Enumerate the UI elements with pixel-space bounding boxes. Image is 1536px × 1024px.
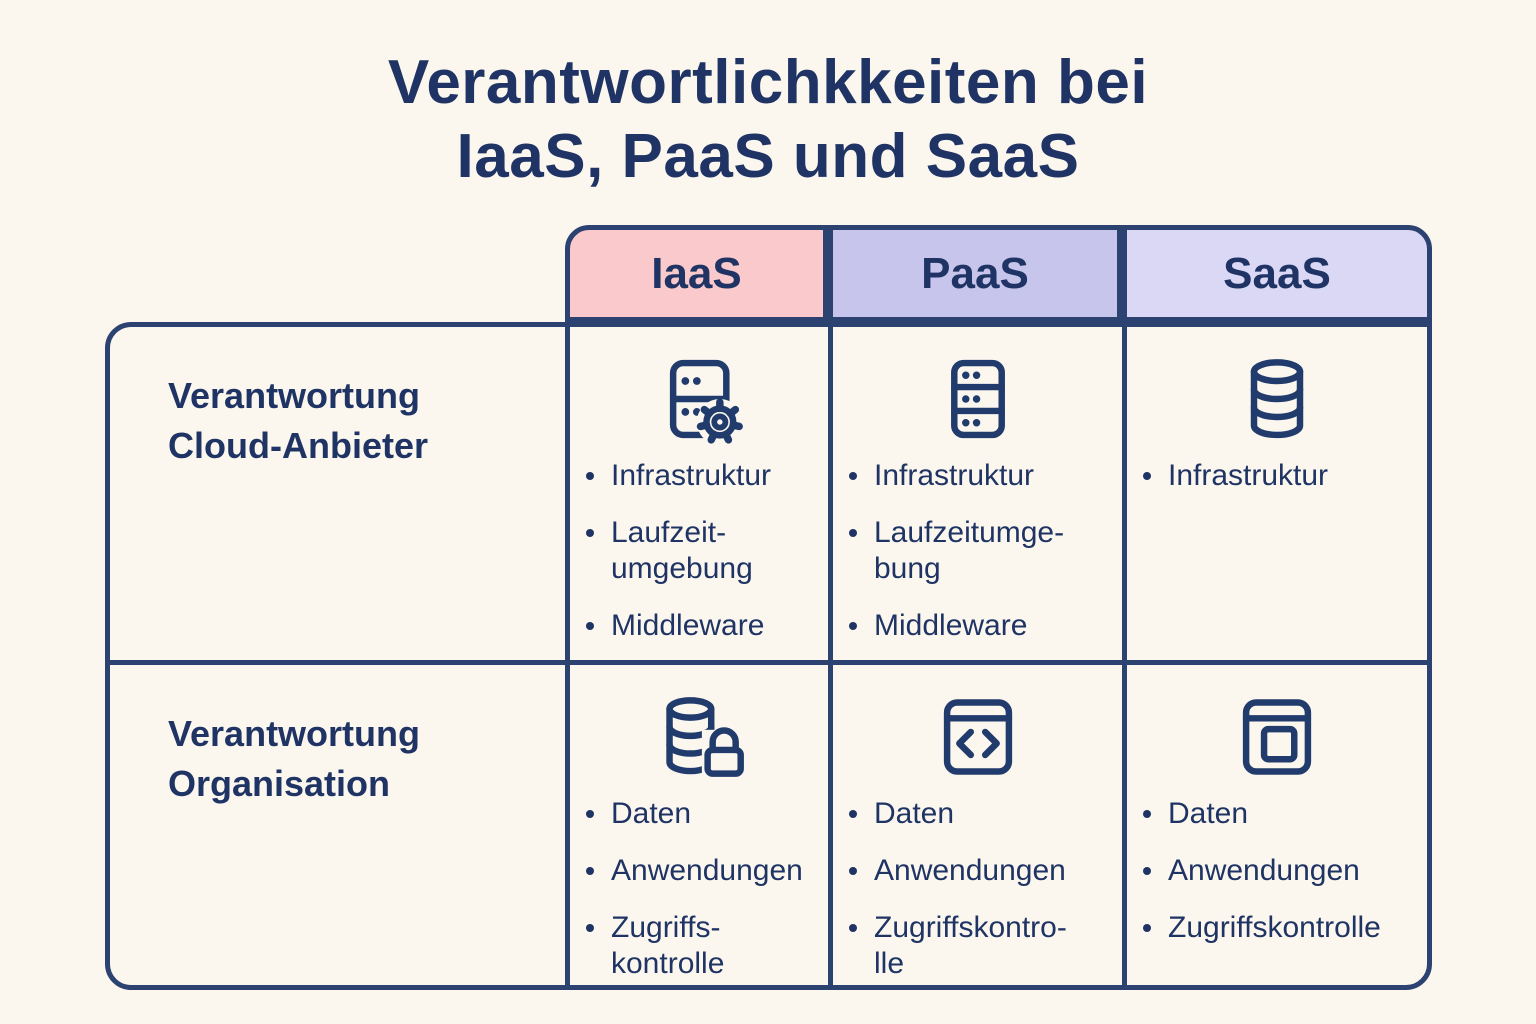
server-gear-icon bbox=[669, 359, 743, 445]
bullet-item: Infrastruktur bbox=[849, 458, 1118, 494]
cell-organisation-iaas: Daten Anwendungen Zugriffs- kontrolle bbox=[565, 660, 828, 985]
bullet-item: Zugriffskontrolle bbox=[1143, 910, 1423, 946]
bullet-item: Infrastruktur bbox=[1143, 458, 1423, 494]
bullet-dot bbox=[849, 924, 857, 932]
cell-organisation-saas: Daten Anwendungen Zugriffskontrolle bbox=[1122, 660, 1427, 985]
bullet-item: Anwendungen bbox=[1143, 853, 1423, 889]
app-window-icon bbox=[1242, 699, 1312, 775]
bullet-item: Daten bbox=[586, 796, 824, 832]
cell-provider-paas: Infrastruktur Laufzeitumge- bung Middlew… bbox=[828, 327, 1122, 660]
bullet-dot bbox=[586, 924, 594, 932]
bullet-dot bbox=[1143, 472, 1151, 480]
bullet-dot bbox=[1143, 867, 1151, 875]
header-cell-paas: PaaS bbox=[828, 225, 1122, 322]
table-body: Verantwortung Cloud-Anbieter bbox=[105, 322, 1432, 990]
page-title: Verantwortlichkkeiten bei IaaS, PaaS und… bbox=[387, 48, 1149, 191]
bullet-item: Daten bbox=[849, 796, 1118, 832]
bullet-dot bbox=[586, 529, 594, 537]
bullet-dot bbox=[849, 472, 857, 480]
bullet-dot bbox=[1143, 810, 1151, 818]
header-label-saas: SaaS bbox=[1223, 248, 1331, 298]
bullet-dot bbox=[849, 810, 857, 818]
bullet-list: Infrastruktur Laufzeitumge- bung Middlew… bbox=[833, 458, 1122, 644]
header-cell-saas: SaaS bbox=[1122, 225, 1432, 322]
bullet-list: Infrastruktur bbox=[1127, 458, 1427, 494]
bullet-item: Infrastruktur bbox=[586, 458, 824, 494]
bullet-dot bbox=[849, 529, 857, 537]
bullet-item: Laufzeitumge- bung bbox=[849, 515, 1118, 587]
cell-organisation-paas: Daten Anwendungen Zugriffskontro- lle bbox=[828, 660, 1122, 985]
bullet-dot bbox=[849, 622, 857, 630]
bullet-dot bbox=[849, 867, 857, 875]
cell-provider-iaas: Infrastruktur Laufzeit- umgebung Middlew… bbox=[565, 327, 828, 660]
cell-provider-saas: Infrastruktur bbox=[1122, 327, 1427, 660]
bullet-dot bbox=[586, 472, 594, 480]
bullet-item: Middleware bbox=[849, 608, 1118, 644]
bullet-dot bbox=[1143, 924, 1151, 932]
bullet-item: Laufzeit- umgebung bbox=[586, 515, 824, 587]
bullet-item: Middleware bbox=[586, 608, 824, 644]
bullet-item: Zugriffskontro- lle bbox=[849, 910, 1118, 982]
bullet-dot bbox=[586, 622, 594, 630]
row-label-cloud-anbieter: Verantwortung Cloud-Anbieter bbox=[168, 375, 428, 466]
bullet-list: Daten Anwendungen Zugriffs- kontrolle bbox=[570, 796, 828, 982]
table-header-row: IaaS PaaS SaaS bbox=[565, 225, 1432, 322]
bullet-item: Daten bbox=[1143, 796, 1423, 832]
bullet-item: Anwendungen bbox=[849, 853, 1118, 889]
bullet-list: Infrastruktur Laufzeit- umgebung Middlew… bbox=[570, 458, 828, 644]
bullet-item: Anwendungen bbox=[586, 853, 824, 889]
header-label-paas: PaaS bbox=[921, 248, 1029, 298]
header-cell-iaas: IaaS bbox=[565, 225, 828, 322]
row-label-organisation: Verantwortung Organisation bbox=[110, 660, 565, 985]
bullet-list: Daten Anwendungen Zugriffskontro- lle bbox=[833, 796, 1122, 982]
database-icon bbox=[1250, 359, 1304, 439]
responsibility-table: IaaS PaaS SaaS Verantwortung Cloud-Anbie… bbox=[105, 225, 1432, 990]
header-label-iaas: IaaS bbox=[651, 248, 742, 298]
bullet-item: Zugriffs- kontrolle bbox=[586, 910, 824, 982]
bullet-dot bbox=[586, 810, 594, 818]
code-window-icon bbox=[943, 699, 1012, 775]
bullet-dot bbox=[586, 867, 594, 875]
bullet-list: Daten Anwendungen Zugriffskontrolle bbox=[1127, 796, 1427, 946]
database-lock-icon bbox=[666, 697, 745, 777]
server-stack-icon bbox=[950, 359, 1005, 439]
